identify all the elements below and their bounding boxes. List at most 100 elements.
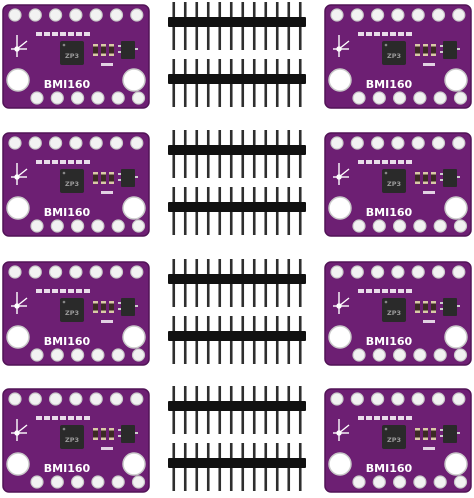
mounting-hole [122, 68, 146, 92]
resistor-cap [423, 53, 428, 56]
pad-bottom [111, 219, 125, 233]
pin-label-mark [44, 416, 50, 420]
pad-top [391, 265, 405, 279]
sensor-chip [382, 425, 406, 449]
mounting-hole [328, 452, 352, 476]
pad-bottom [50, 475, 64, 489]
pin-label-mark [366, 160, 372, 164]
pin-label-mark [44, 160, 50, 164]
silk-mark [423, 191, 435, 194]
pin-label-mark [382, 32, 388, 36]
pin-label-mark [358, 289, 364, 293]
smd-resistor [93, 301, 98, 313]
pad-bottom [433, 91, 447, 105]
pad-bottom [372, 91, 386, 105]
pin-label-mark [36, 160, 42, 164]
smd-resistor [423, 44, 428, 56]
resistor-cap [431, 181, 436, 184]
pad-top [330, 136, 344, 150]
pad-top [411, 265, 425, 279]
pin-label-mark [374, 32, 380, 36]
resistor-cap [101, 310, 106, 313]
pad-bottom [352, 219, 366, 233]
chip-marking: ZP3 [387, 180, 401, 188]
chip-marking: ZP3 [65, 309, 79, 317]
mounting-hole [6, 452, 30, 476]
pad-top [8, 265, 22, 279]
resistor-cap [423, 181, 428, 184]
chip-marking: ZP3 [65, 180, 79, 188]
pad-top [370, 392, 385, 406]
pad-top [431, 8, 446, 22]
pin-label-mark [60, 32, 66, 36]
pad-bottom [453, 475, 468, 489]
pad-bottom [70, 348, 85, 362]
resistor-cap [423, 310, 428, 313]
resistor-cap [431, 53, 436, 56]
pad-top [431, 265, 446, 279]
chip-dot [384, 300, 388, 304]
silk-mark [423, 447, 435, 450]
pad-top [452, 265, 466, 279]
resistor-cap [93, 301, 98, 304]
resistor-cap [423, 172, 428, 175]
resistor-cap [423, 301, 428, 304]
smd-resistor [423, 301, 428, 313]
pad-top [391, 8, 405, 22]
pad-top [391, 136, 405, 150]
pad-top [28, 8, 42, 22]
pad-bottom [30, 475, 44, 489]
smd-resistor [109, 428, 114, 440]
pin-label-mark [374, 416, 380, 420]
pad-top [370, 8, 385, 22]
pad-bottom [70, 475, 85, 489]
pad-top [130, 265, 144, 279]
pin-header-strip [168, 259, 306, 307]
pad-bottom [433, 475, 447, 489]
regulator-lead [440, 45, 443, 47]
board-label: BMI160 [44, 78, 91, 91]
pad-top [330, 265, 344, 279]
resistor-cap [415, 181, 420, 184]
axis-icon [11, 292, 28, 314]
pad-top [89, 136, 103, 150]
resistor-cap [415, 310, 420, 313]
regulator-lead [118, 179, 121, 181]
resistor-cap [93, 428, 98, 431]
pin-label-mark [406, 32, 412, 36]
pad-top [452, 136, 466, 150]
pad-bottom [413, 348, 427, 362]
pad-top [28, 392, 42, 406]
pad-top [48, 136, 63, 150]
pad-top [48, 265, 63, 279]
pin-label-mark [36, 416, 42, 420]
resistor-cap [109, 437, 114, 440]
pad-bottom [91, 348, 105, 362]
pin-label-mark [366, 416, 372, 420]
silk-mark [101, 447, 113, 450]
pin-label-mark [358, 160, 364, 164]
pad-top [109, 265, 124, 279]
headers-layer [168, 2, 306, 491]
pin-label-mark [366, 32, 372, 36]
mounting-hole [122, 196, 146, 220]
resistor-cap [101, 301, 106, 304]
pin-label-mark [390, 289, 396, 293]
regulator-lead [118, 429, 121, 431]
pad-bottom [70, 91, 85, 105]
smd-resistor [431, 428, 436, 440]
resistor-cap [101, 53, 106, 56]
smd-resistor [109, 172, 114, 184]
pad-bottom [111, 475, 125, 489]
pin-label-mark [76, 416, 82, 420]
pin-label-mark [84, 160, 90, 164]
pad-top [411, 392, 425, 406]
regulator-lead [440, 302, 443, 304]
pad-top [411, 8, 425, 22]
pad-bottom [30, 219, 44, 233]
pad-bottom [352, 91, 366, 105]
regulator [443, 169, 457, 187]
pin-label-mark [60, 416, 66, 420]
